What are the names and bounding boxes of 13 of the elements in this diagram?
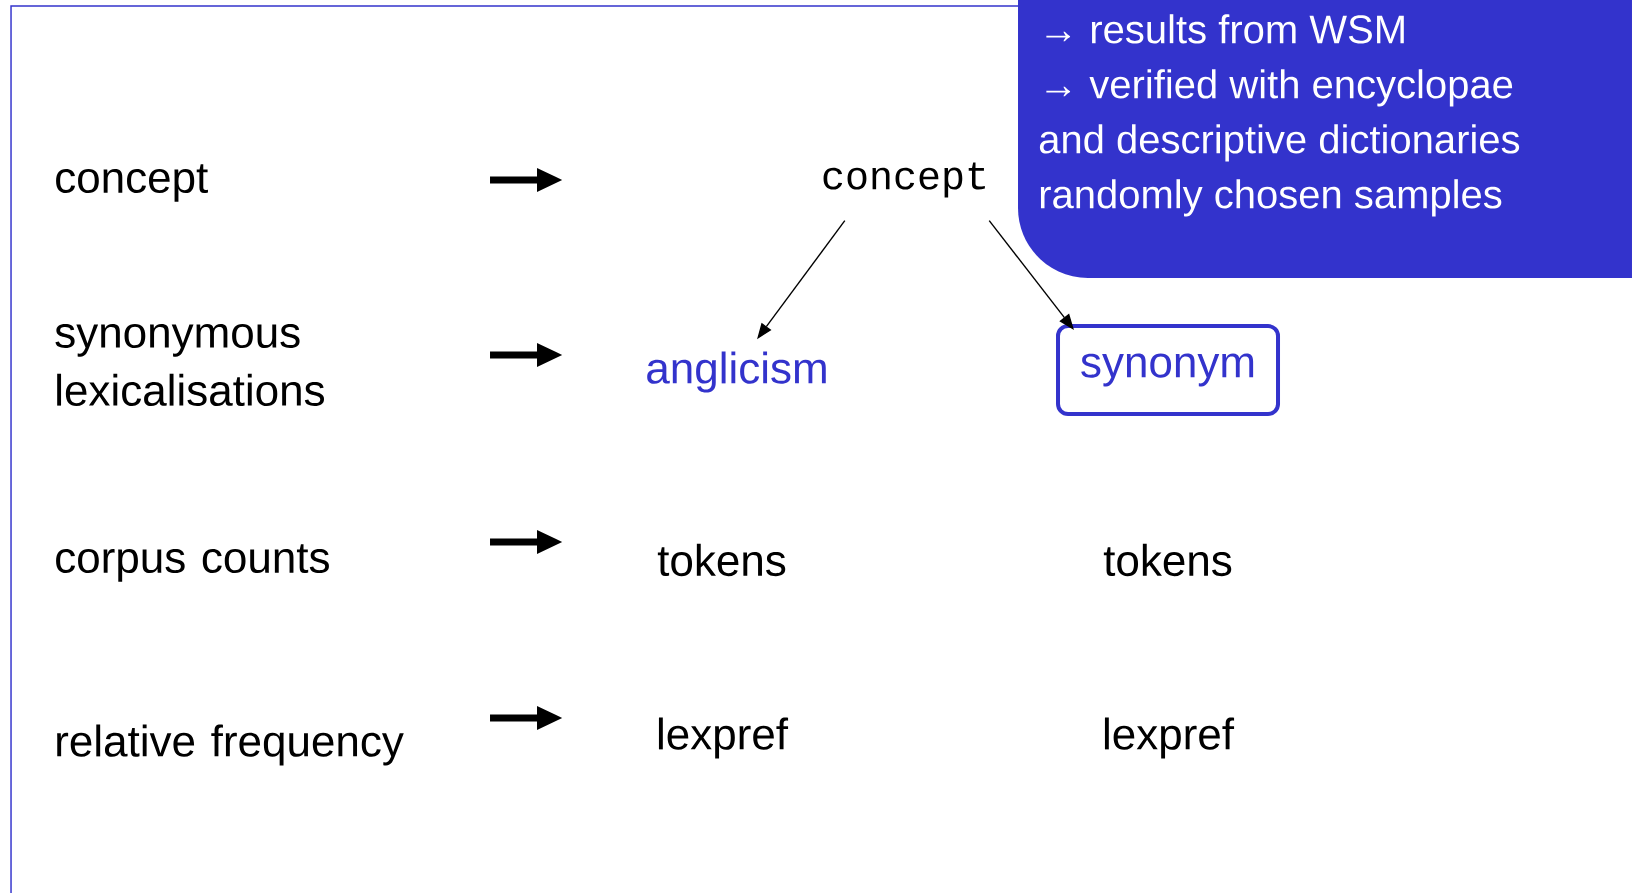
- row-label: corpus counts: [56, 544, 329, 582]
- concept-label: concept: [823, 162, 985, 198]
- value-label: tokens: [1103, 543, 1232, 577]
- row-label: relative frequency: [57, 724, 404, 766]
- row-label: concept: [56, 164, 208, 202]
- arrow: [1059, 313, 1074, 330]
- term-label: anglicism: [647, 351, 826, 393]
- callout-box: → results from WSM → verified with encyclopae and descriptive dictionaries randomly chosen samples: [1018, 0, 1632, 278]
- value-label: tokens: [657, 543, 786, 577]
- row-label: synonymous lexicalisations: [55, 323, 324, 407]
- term-box: synonym: [1056, 324, 1280, 416]
- value-label: lexpref: [658, 717, 789, 759]
- value-label: lexpref: [1104, 717, 1235, 759]
